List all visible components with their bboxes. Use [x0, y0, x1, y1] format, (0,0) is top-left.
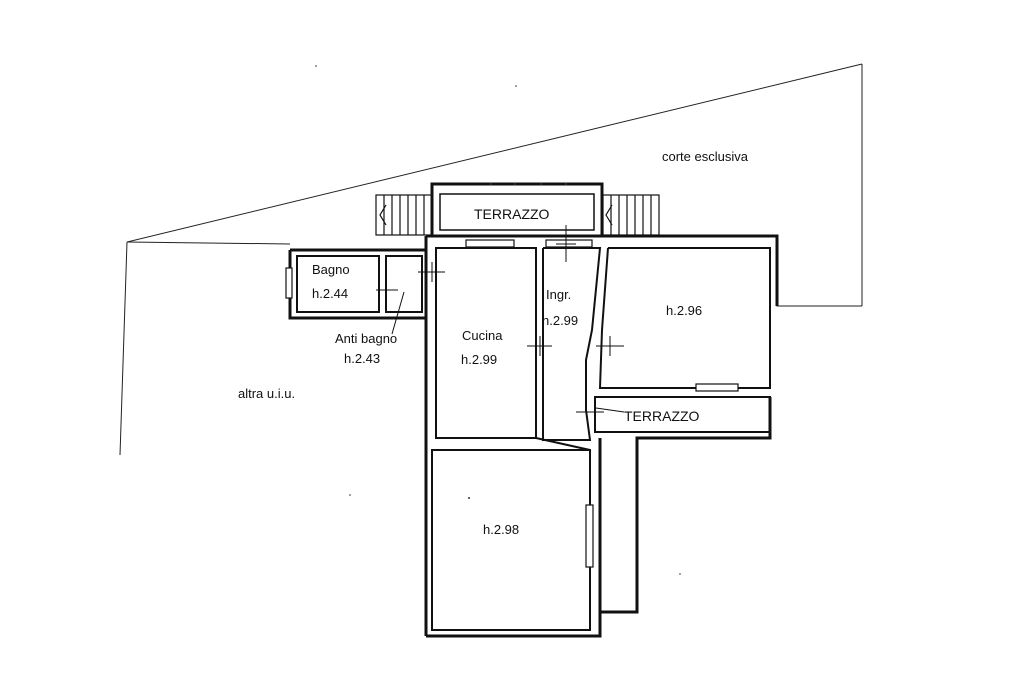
label-ingr-height: h.2.99: [542, 313, 578, 328]
boundary-lines: [119, 63, 863, 456]
stairs-left: [375, 194, 433, 236]
label-altra-uiu: altra u.i.u.: [238, 386, 295, 401]
label-cucina-height: h.2.99: [461, 352, 497, 367]
interior-walls: [296, 247, 771, 631]
label-terrazzo-right: TERRAZZO: [624, 408, 700, 424]
label-terrazzo-top: TERRAZZO: [474, 206, 550, 222]
scattered-dots: [315, 65, 681, 575]
label-antibagno-height: h.2.43: [344, 351, 380, 366]
label-room-right-height: h.2.96: [666, 303, 702, 318]
label-ingr: Ingr.: [546, 287, 571, 302]
door-marks: [376, 225, 625, 413]
exterior-walls: [288, 234, 779, 638]
label-antibagno: Anti bagno: [335, 331, 397, 346]
label-cucina: Cucina: [462, 328, 503, 343]
label-corte: corte esclusiva: [662, 149, 749, 164]
label-room-bottom-height: h.2.98: [483, 522, 519, 537]
stairs-right: [602, 194, 660, 236]
label-bagno-height: h.2.44: [312, 286, 348, 301]
label-bagno: Bagno: [312, 262, 350, 277]
windows: [285, 239, 739, 568]
